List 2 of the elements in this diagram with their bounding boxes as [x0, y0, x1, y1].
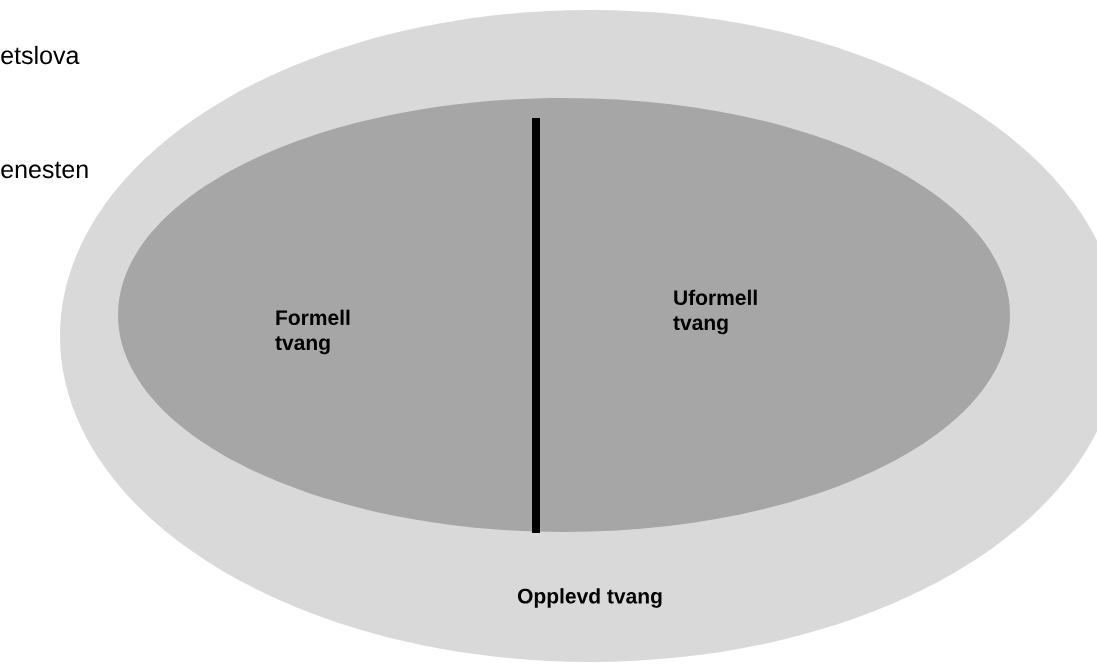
region-label: Uformell tvang	[673, 289, 757, 335]
region-label: Formell tvang	[275, 309, 350, 355]
